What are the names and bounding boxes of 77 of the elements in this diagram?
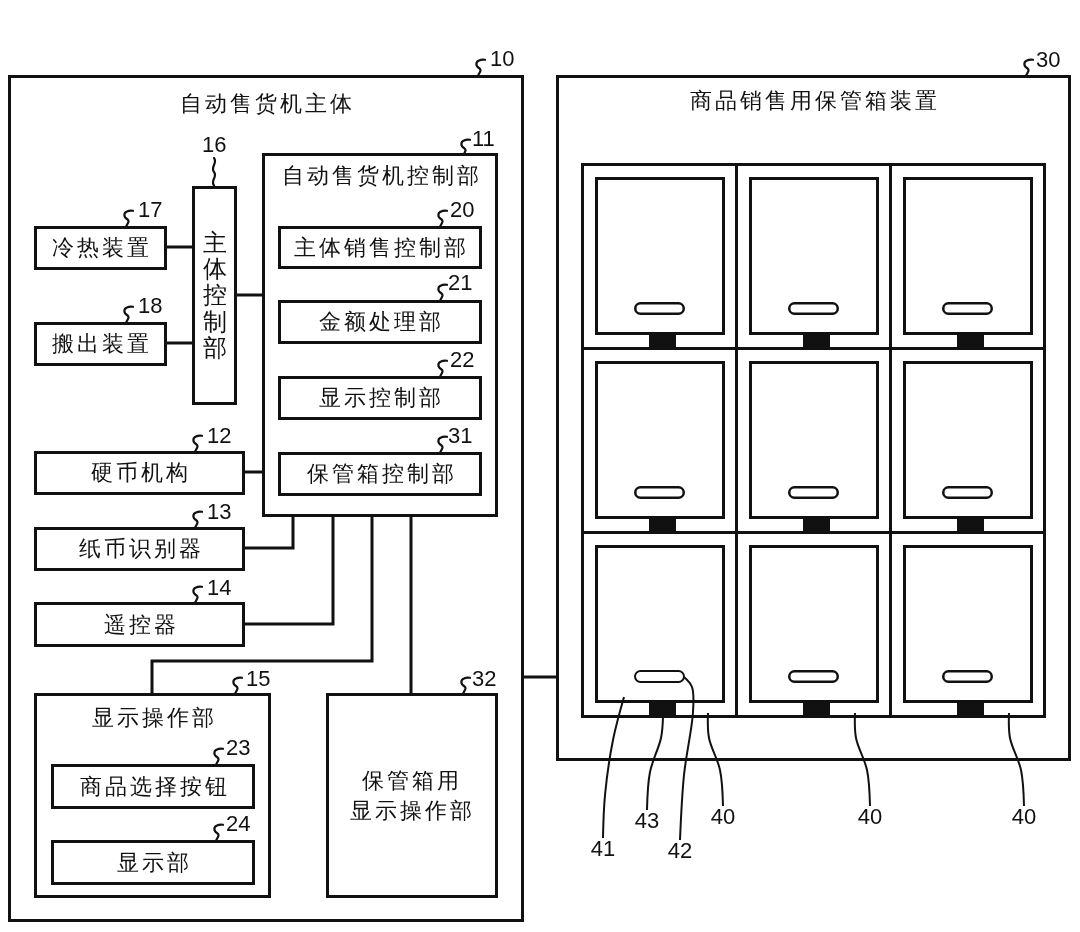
connector-line xyxy=(409,517,413,693)
component-box xyxy=(192,186,237,405)
callout-number: 42 xyxy=(666,840,694,862)
component-box xyxy=(34,451,245,495)
reference-number: 23 xyxy=(226,737,251,759)
component-box xyxy=(326,693,498,898)
connector-line xyxy=(167,341,192,345)
reference-number: 12 xyxy=(207,425,232,447)
reference-number: 16 xyxy=(202,134,227,156)
connector-line xyxy=(150,517,374,693)
reference-number: 32 xyxy=(472,668,497,690)
component-label: 金额处理部 xyxy=(318,308,444,336)
reference-number: 21 xyxy=(448,272,473,294)
component-label: 硬币机构 xyxy=(90,459,191,487)
connector-line xyxy=(245,517,335,626)
reference-number: 13 xyxy=(207,501,232,523)
component-label: 显示部 xyxy=(116,848,192,877)
reference-number: 15 xyxy=(246,668,271,690)
reference-number: 17 xyxy=(138,199,163,221)
reference-number: 14 xyxy=(207,577,232,599)
leader-line xyxy=(1007,712,1025,807)
reference-number: 20 xyxy=(450,199,475,221)
connector-line xyxy=(245,470,262,474)
component-label: 搬出装置 xyxy=(51,330,152,358)
group-frame xyxy=(34,693,271,898)
component-box xyxy=(51,764,255,809)
component-box xyxy=(34,226,167,270)
component-label: 保管箱控制部 xyxy=(305,460,457,488)
callout-number: 40 xyxy=(1010,806,1038,828)
component-label: 保管箱用显示操作部 xyxy=(348,766,476,825)
component-label: 显示控制部 xyxy=(318,384,444,412)
reference-number: 10 xyxy=(490,48,515,70)
component-box xyxy=(34,602,245,647)
group-heading: 自动售货机控制部 xyxy=(280,162,482,190)
connector-line xyxy=(524,675,556,679)
callout-number: 40 xyxy=(856,806,884,828)
door-handle xyxy=(634,670,685,683)
compartment-door xyxy=(595,545,725,703)
group-heading: 自动售货机主体 xyxy=(179,90,355,118)
reference-number: 30 xyxy=(1036,49,1061,71)
component-label: 遥控器 xyxy=(102,610,179,639)
reference-number: 31 xyxy=(448,425,473,447)
component-box xyxy=(278,300,482,344)
leader-line xyxy=(853,712,871,807)
leader-line xyxy=(646,716,664,811)
component-label: 纸币识别器 xyxy=(77,535,204,563)
component-box xyxy=(51,840,255,885)
group-heading: 商品销售用保管箱装置 xyxy=(689,87,940,115)
component-label: 主体销售控制部 xyxy=(293,233,469,262)
component-box xyxy=(34,527,245,571)
group-heading: 显示操作部 xyxy=(90,704,217,732)
connector-line xyxy=(237,293,262,297)
connector-line xyxy=(167,245,192,249)
callout-number: 43 xyxy=(633,810,661,832)
locker-compartment xyxy=(581,531,738,718)
group-frame xyxy=(8,75,524,922)
component-box xyxy=(278,226,482,269)
component-box xyxy=(278,452,482,496)
component-box xyxy=(34,322,167,366)
reference-number: 22 xyxy=(450,349,475,371)
reference-number: 11 xyxy=(472,128,495,150)
callout-number: 41 xyxy=(589,838,617,860)
reference-number: 24 xyxy=(226,813,251,835)
filled-block xyxy=(649,701,676,717)
component-label: 商品选择按钮 xyxy=(78,772,230,801)
reference-number: 18 xyxy=(138,295,163,317)
callout-number: 40 xyxy=(709,806,737,828)
leader-line xyxy=(706,712,724,807)
leader-line xyxy=(602,696,625,839)
component-box xyxy=(278,376,482,420)
group-frame xyxy=(556,75,1071,761)
component-label: 冷热装置 xyxy=(51,234,152,262)
leader-line xyxy=(679,676,695,841)
connector-line xyxy=(245,517,295,550)
group-frame xyxy=(262,153,498,517)
component-label: 主体控制部 xyxy=(202,229,227,362)
locker-compartment xyxy=(889,531,1046,718)
